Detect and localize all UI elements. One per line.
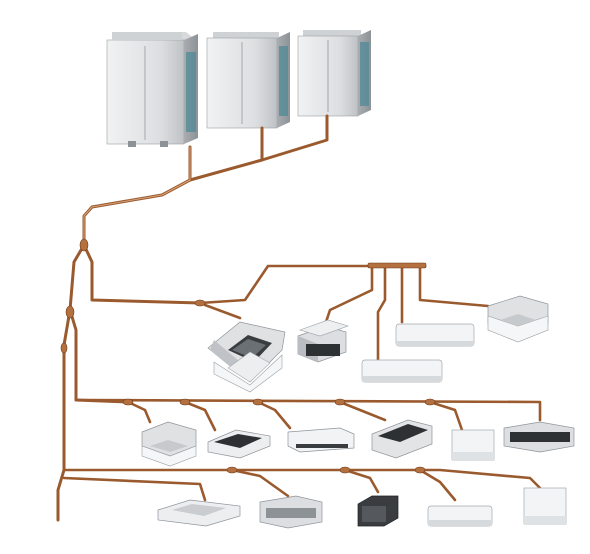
indoor-unit-wall-mounted-2 <box>361 359 443 383</box>
indoor-unit-slim-duct-b3 <box>259 495 323 529</box>
indoor-unit-slim-duct-b2 <box>371 419 433 459</box>
indoor-unit-ceiling-suspended-b2 <box>287 427 355 453</box>
indoor-unit-floor-standing-b3 <box>523 487 567 525</box>
indoor-unit-compact-duct-b3 <box>357 495 399 527</box>
refrigerant-piping <box>56 114 542 522</box>
indoor-unit-ceiling-cassette-large <box>207 321 286 393</box>
indoor-unit-ceiling-suspended-b3 <box>157 499 241 527</box>
indoor-unit-ducted-compact <box>297 319 349 363</box>
outdoor-unit-2 <box>206 32 290 129</box>
indoor-unit-ceiling-duct-b2 <box>503 421 575 453</box>
indoor-unit-four-way-cassette <box>487 295 549 343</box>
outdoor-unit-1 <box>106 32 198 147</box>
indoor-unit-wall-mounted-1 <box>395 323 475 347</box>
outdoor-unit-3 <box>297 30 371 117</box>
indoor-unit-wall-mounted-b3 <box>427 505 493 527</box>
indoor-unit-slim-cassette-b2 <box>207 429 271 459</box>
indoor-unit-cassette-b2 <box>141 421 197 467</box>
indoor-unit-floor-standing-b2 <box>451 429 495 461</box>
